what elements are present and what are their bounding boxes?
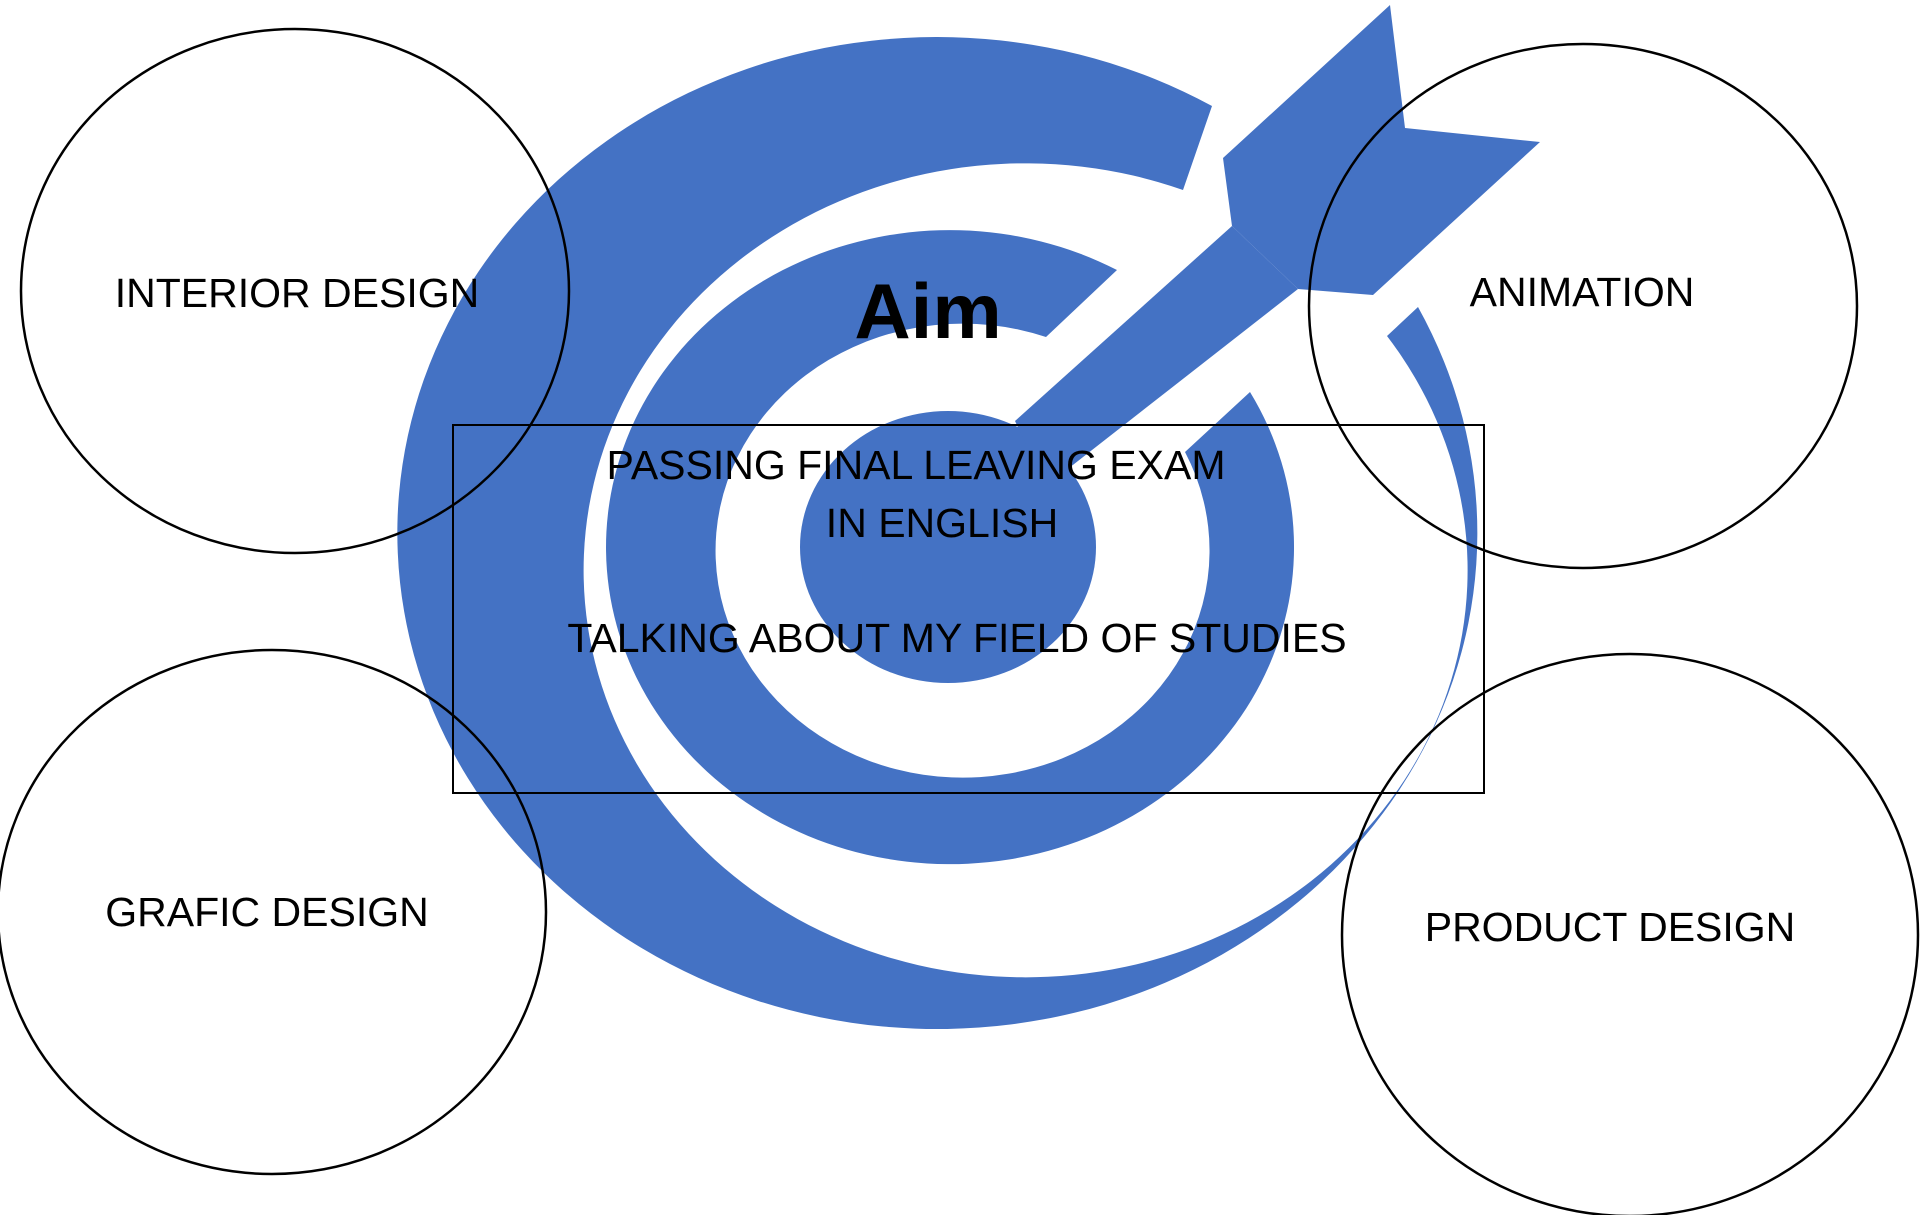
center-aim-box	[452, 424, 1485, 794]
arrow-head	[1223, 5, 1540, 295]
field-circle-grafic-design	[0, 648, 548, 1176]
goal-line-1: PASSING FINAL LEAVING EXAM	[607, 442, 1226, 488]
goal-line-2: IN ENGLISH	[826, 500, 1058, 546]
field-circle-animation	[1307, 42, 1859, 570]
field-label-animation: ANIMATION	[1470, 269, 1695, 315]
target-outer-ring	[397, 37, 1478, 1030]
aim-title: Aim	[854, 267, 1001, 355]
target-icon	[397, 5, 1540, 1030]
target-bullseye	[800, 411, 1096, 683]
field-circle-interior-design	[19, 27, 571, 555]
target-middle-ring	[606, 230, 1295, 865]
arrow-shaft	[1015, 226, 1298, 486]
field-label-interior-design: INTERIOR DESIGN	[115, 270, 479, 316]
goal-line-3: TALKING ABOUT MY FIELD OF STUDIES	[567, 615, 1346, 661]
field-label-product-design: PRODUCT DESIGN	[1425, 904, 1796, 950]
field-circle-product-design	[1340, 652, 1920, 1215]
field-label-grafic-design: GRAFIC DESIGN	[105, 889, 428, 935]
